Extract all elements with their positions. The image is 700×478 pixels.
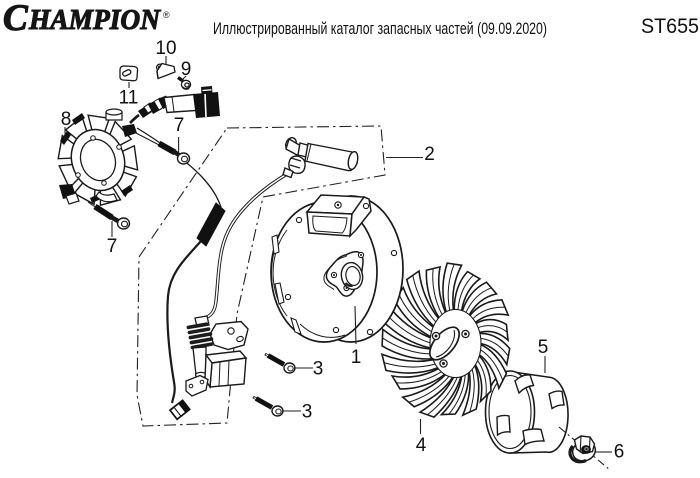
- svg-text:8: 8: [61, 109, 72, 130]
- svg-text:5: 5: [538, 337, 549, 358]
- svg-text:Иллюстрированный каталог запас: Иллюстрированный каталог запасных частей…: [213, 20, 547, 38]
- svg-text:7: 7: [107, 236, 118, 257]
- svg-text:9: 9: [181, 59, 192, 80]
- svg-text:C: C: [3, 0, 29, 39]
- svg-text:®: ®: [163, 10, 170, 20]
- svg-text:4: 4: [416, 435, 427, 456]
- svg-text:ST655: ST655: [641, 14, 699, 38]
- svg-text:HAMPION: HAMPION: [28, 5, 162, 36]
- svg-text:7: 7: [174, 115, 185, 136]
- svg-text:3: 3: [313, 359, 324, 380]
- svg-text:6: 6: [614, 442, 625, 463]
- svg-text:11: 11: [119, 88, 139, 109]
- svg-text:2: 2: [424, 144, 435, 165]
- svg-text:10: 10: [155, 38, 176, 59]
- svg-text:1: 1: [351, 347, 362, 368]
- svg-text:3: 3: [302, 402, 313, 423]
